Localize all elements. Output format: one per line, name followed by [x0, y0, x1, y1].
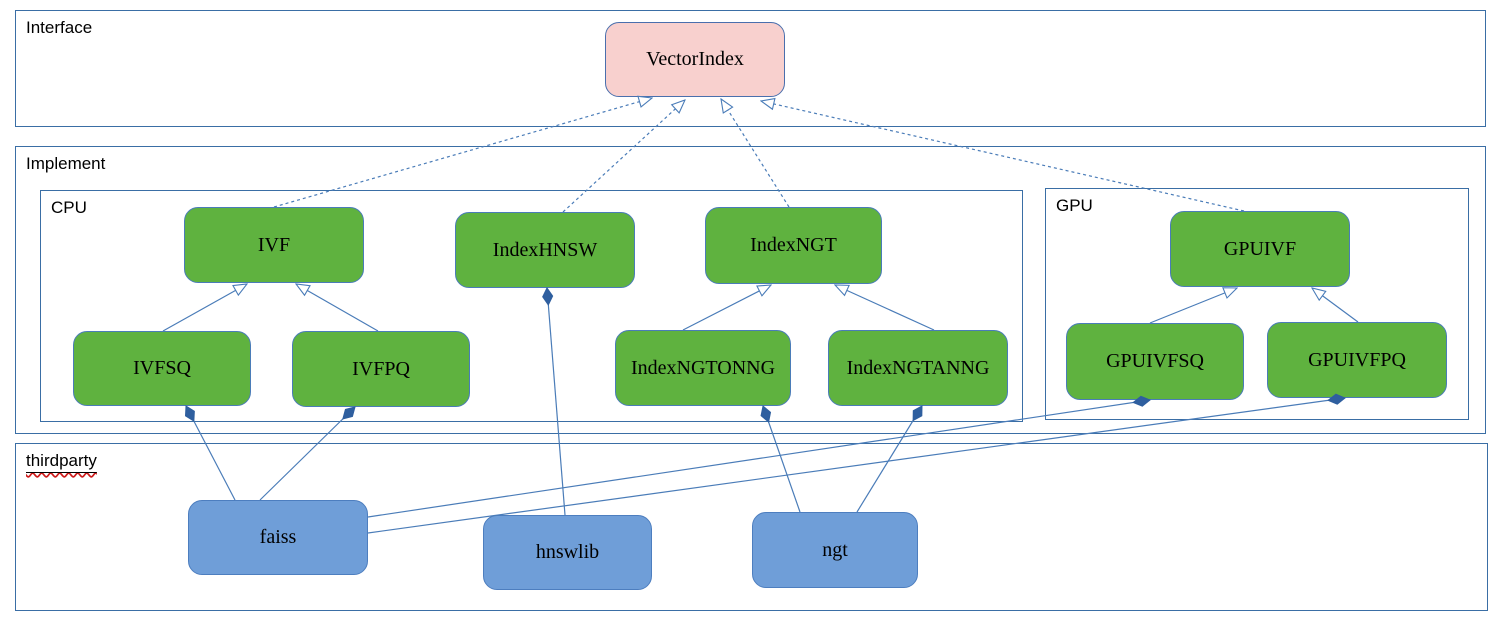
node-ivfsq-label: IVFSQ: [133, 357, 191, 379]
node-indexngtanng-label: IndexNGTANNG: [846, 356, 990, 379]
node-ivfpq[interactable]: IVFPQ: [292, 331, 470, 407]
node-gpuivf-label: GPUIVF: [1223, 237, 1297, 260]
node-vectorindex-label: VectorIndex: [646, 48, 744, 70]
node-hnswlib-label: hnswlib: [535, 541, 600, 563]
node-ivf[interactable]: IVF: [184, 207, 364, 283]
node-faiss-label: faiss: [259, 526, 297, 548]
node-gpuivfpq[interactable]: GPUIVFPQ: [1267, 322, 1447, 398]
node-gpuivfpq-label: GPUIVFPQ: [1308, 348, 1406, 371]
node-indexngtanng[interactable]: IndexNGTANNG: [828, 330, 1008, 406]
node-ivf-label: IVF: [257, 233, 291, 256]
node-gpuivf[interactable]: GPUIVF: [1170, 211, 1350, 287]
container-cpu-label: CPU: [51, 198, 87, 217]
node-ivfpq-label: IVFPQ: [352, 357, 410, 380]
container-thirdparty-label: thirdparty: [26, 451, 97, 471]
node-gpuivfsq-label: GPUIVFSQ: [1106, 350, 1204, 372]
node-hnswlib[interactable]: hnswlib: [483, 515, 652, 590]
container-thirdparty-label-text: thirdparty: [26, 451, 97, 470]
node-indexhnsw[interactable]: IndexHNSW: [455, 212, 635, 288]
container-gpu-label: GPU: [1056, 196, 1093, 215]
node-indexhnsw-label: IndexHNSW: [492, 238, 598, 261]
node-indexngt[interactable]: IndexNGT: [705, 207, 882, 284]
node-indexngt-label: IndexNGT: [750, 234, 837, 256]
node-ngt-label: ngt: [822, 538, 848, 561]
node-indexngtonng[interactable]: IndexNGTONNG: [615, 330, 791, 406]
node-ivfsq[interactable]: IVFSQ: [73, 331, 251, 406]
node-vectorindex[interactable]: VectorIndex: [605, 22, 785, 97]
container-implement-label: Implement: [26, 154, 106, 173]
node-gpuivfsq[interactable]: GPUIVFSQ: [1066, 323, 1244, 400]
node-ngt[interactable]: ngt: [752, 512, 918, 588]
node-faiss[interactable]: faiss: [188, 500, 368, 575]
node-indexngtonng-label: IndexNGTONNG: [630, 356, 776, 379]
container-interface-label: Interface: [26, 18, 93, 37]
